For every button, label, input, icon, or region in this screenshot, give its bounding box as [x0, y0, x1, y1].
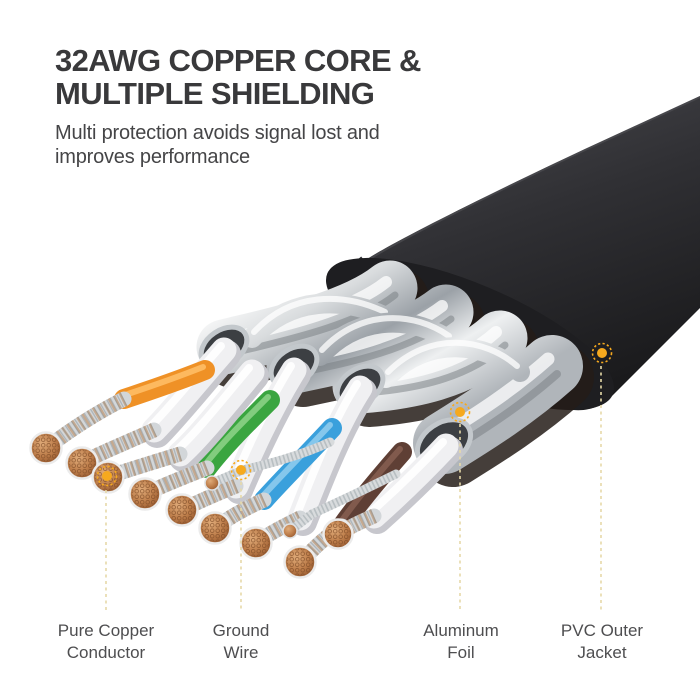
subtitle-line-1: Multi protection avoids signal lost and [55, 122, 380, 144]
marker-pvc-outer-jacket [591, 342, 613, 364]
title-line-2: MULTIPLE SHIELDING [55, 76, 375, 111]
leader-lines [105, 366, 602, 612]
marker-aluminum-foil [449, 401, 471, 423]
subtitle-line-2: improves performance [55, 146, 250, 168]
label-pure-copper-conductor: Pure Copper Conductor [57, 621, 155, 662]
header: 32AWG COPPER CORE & MULTIPLE SHIELDING M… [55, 44, 485, 169]
marker-ground-wire [230, 459, 252, 481]
callout-markers [96, 342, 613, 487]
title-line-1: 32AWG COPPER CORE & [55, 43, 421, 78]
marker-pure-copper-conductor [96, 465, 118, 487]
label-ground-wire: Ground Wire [212, 621, 270, 662]
page-subtitle: Multi protection avoids signal lost and … [55, 121, 485, 169]
label-aluminum-foil: Aluminum Foil [423, 621, 499, 662]
page-title: 32AWG COPPER CORE & MULTIPLE SHIELDING [55, 44, 485, 110]
label-pvc-outer-jacket: PVC Outer Jacket [560, 621, 644, 662]
